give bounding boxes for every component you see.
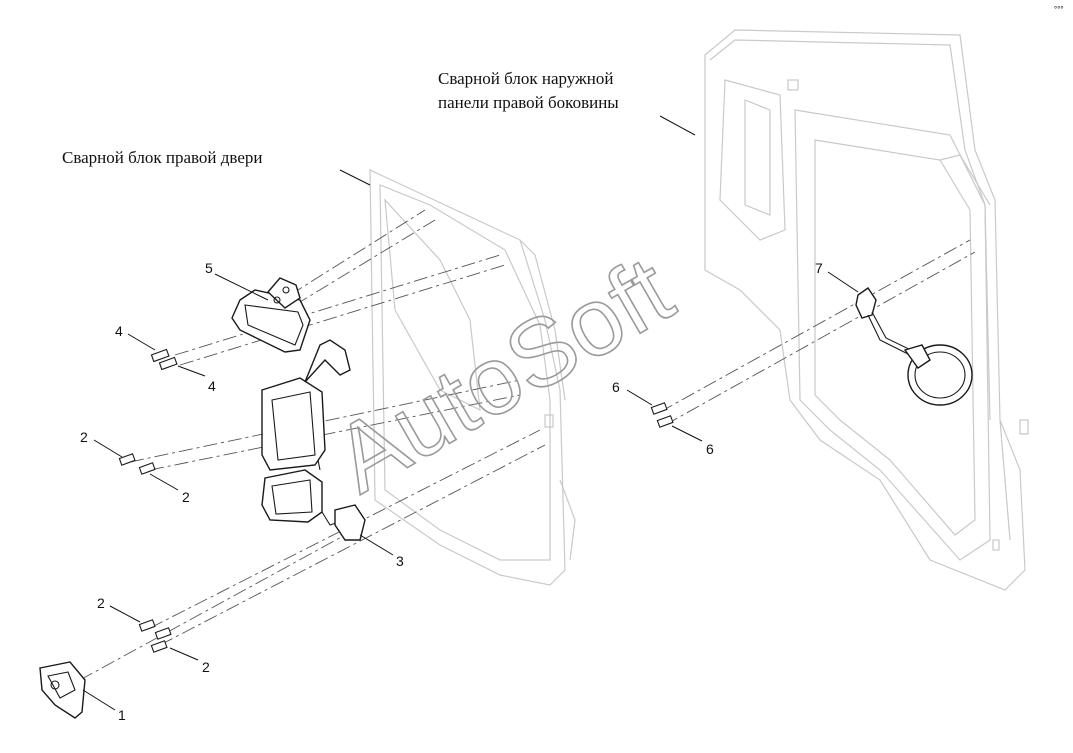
caption-door: Сварной блок правой двери — [62, 148, 262, 167]
bolts-part-2-upper[interactable] — [118, 453, 156, 475]
callout-6-upper: 6 — [612, 379, 620, 395]
callout-1: 1 — [118, 707, 126, 723]
callout-4-lower: 4 — [208, 378, 216, 394]
door-panel — [369, 169, 576, 586]
main-mirror-assembly-part-3[interactable] — [261, 339, 366, 541]
callout-2-lower-right: 2 — [202, 659, 210, 675]
bracket-part-1[interactable] — [39, 661, 86, 719]
bolts-part-2-lower[interactable] — [138, 619, 172, 653]
callout-3: 3 — [396, 553, 404, 569]
caption-side-panel-line2: панели правой боковины — [438, 93, 619, 112]
callout-4-upper: 4 — [115, 323, 123, 339]
cab-side-panel — [704, 29, 1029, 591]
caption-side-panel-line1: Сварной блок наружной — [438, 69, 614, 88]
bolts-part-6[interactable] — [650, 402, 674, 428]
front-mirror-part-5[interactable] — [231, 277, 311, 353]
callout-2-upper-right: 2 — [182, 489, 190, 505]
corner-mark: °°° — [1054, 5, 1064, 14]
round-mirror-part-7[interactable] — [855, 287, 973, 406]
callout-2-lower-left: 2 — [97, 595, 105, 611]
callout-5: 5 — [205, 260, 213, 276]
callout-6-lower: 6 — [706, 441, 714, 457]
bolts-part-4[interactable] — [150, 348, 178, 371]
callout-7: 7 — [815, 260, 823, 276]
callout-2-upper-left: 2 — [80, 429, 88, 445]
leader-lines — [82, 115, 859, 711]
